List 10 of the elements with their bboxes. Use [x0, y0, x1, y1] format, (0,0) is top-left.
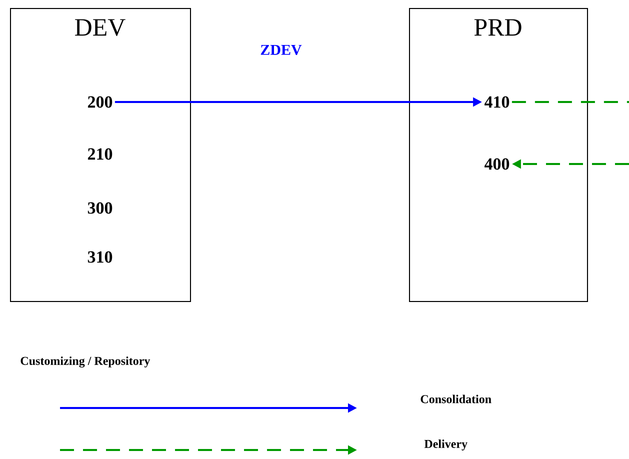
client-number: 410 — [484, 96, 510, 108]
legend-label: Delivery — [424, 440, 468, 450]
client-number: 400 — [484, 158, 510, 170]
client-number: 200 — [88, 96, 112, 108]
edge-label: ZDEV — [259, 44, 303, 56]
client-number: 210 — [88, 148, 112, 160]
legend-label: Consolidation — [420, 394, 492, 404]
legend-heading: Customizing / Repository — [20, 356, 150, 368]
client-number: 300 — [88, 202, 112, 214]
client-number: 310 — [88, 251, 112, 263]
